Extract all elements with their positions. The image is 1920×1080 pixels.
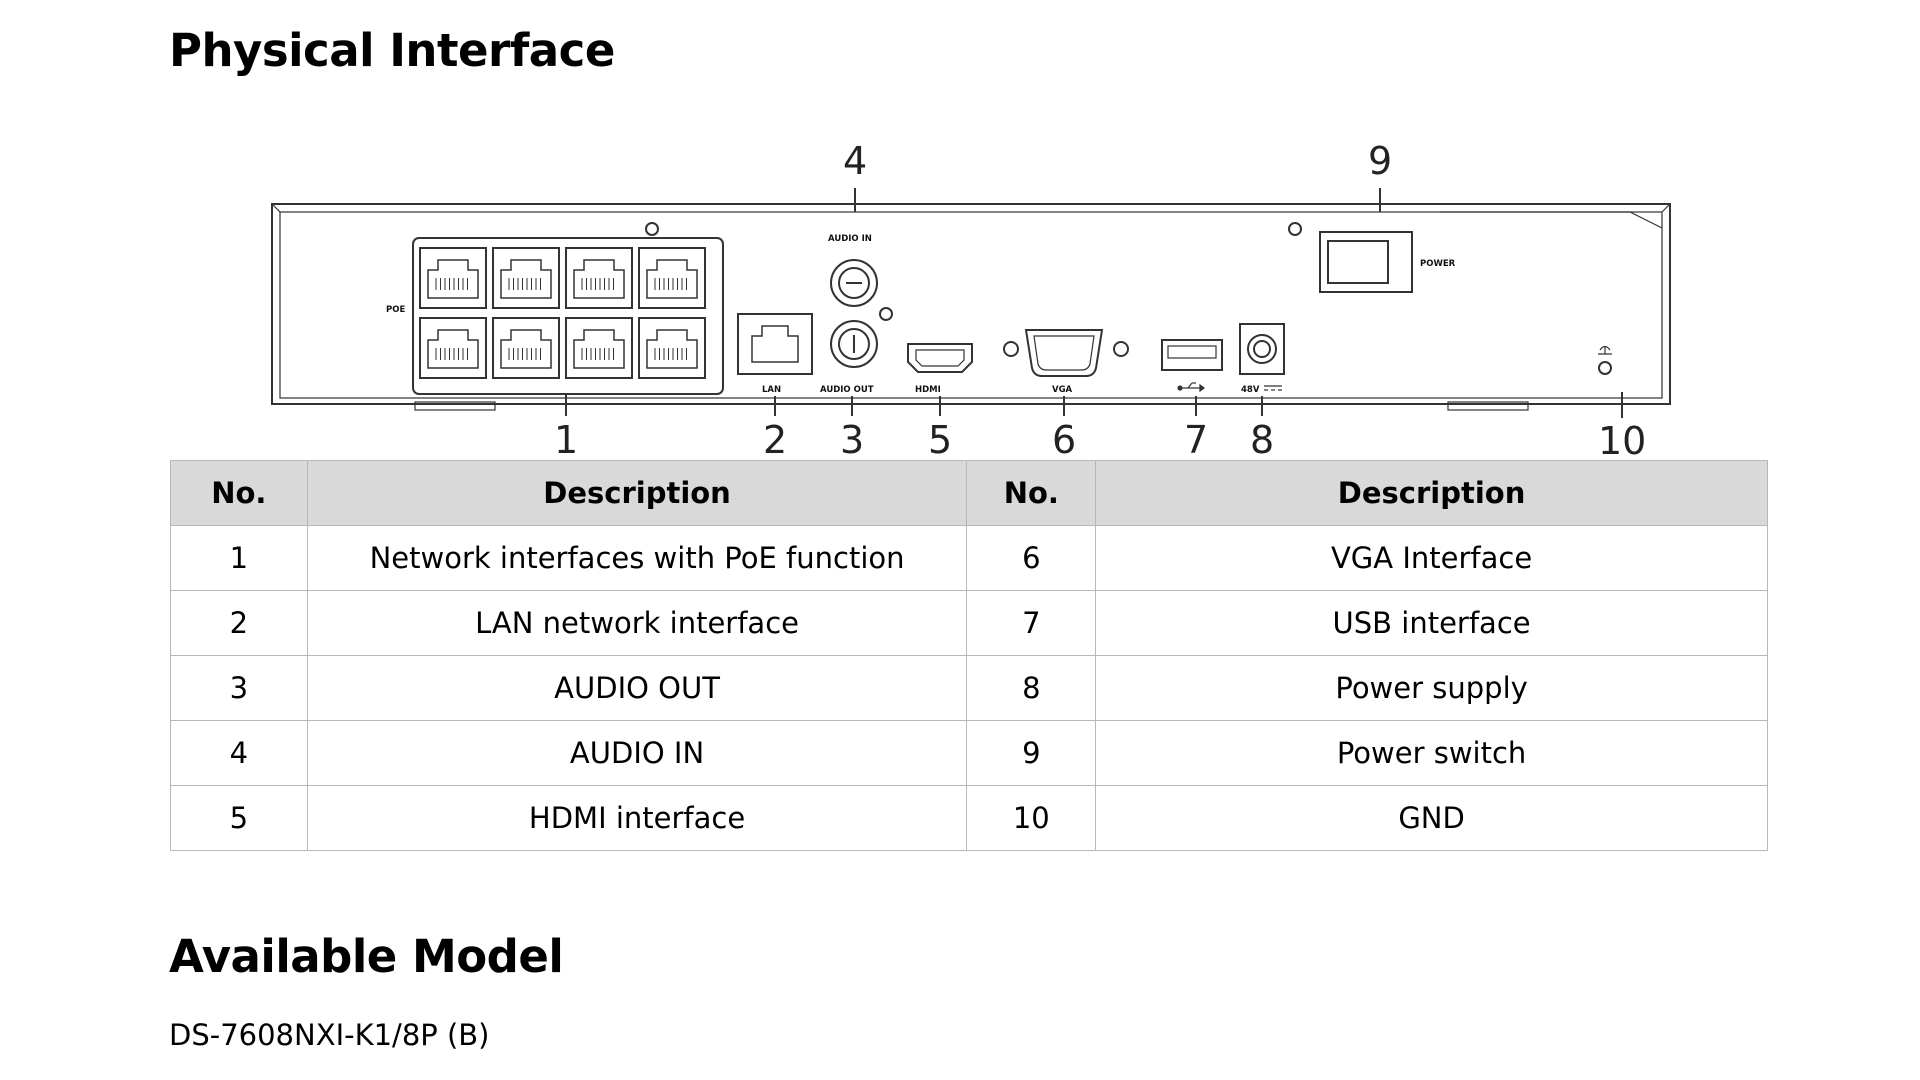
section-title-physical-interface: Physical Interface xyxy=(169,24,615,77)
table-row: 3 AUDIO OUT 8 Power supply xyxy=(170,655,1768,721)
cell-no: 7 xyxy=(966,590,1097,656)
dc-power-jack xyxy=(1239,323,1285,375)
cell-no: 4 xyxy=(170,720,308,786)
usb-port xyxy=(1161,339,1223,371)
cell-no: 1 xyxy=(170,525,308,591)
cell-description: VGA Interface xyxy=(1095,525,1768,591)
hdmi-label: HDMI xyxy=(915,385,941,395)
cell-description: LAN network interface xyxy=(306,590,968,656)
dc-symbol-icon xyxy=(1264,385,1282,391)
gnd-terminal xyxy=(1598,345,1612,375)
rj45-poe-port xyxy=(419,317,487,379)
rear-panel-diagram: POE LAN AUDIO IN AUDIO OUT HDMI VGA xyxy=(271,140,1671,460)
cell-no: 9 xyxy=(966,720,1097,786)
audio-in-label: AUDIO IN xyxy=(828,234,872,244)
power-label: POWER xyxy=(1420,259,1456,269)
cell-no: 6 xyxy=(966,525,1097,591)
callout-3: 3 xyxy=(840,418,864,460)
cell-description: Power switch xyxy=(1095,720,1768,786)
header-description-1: Description xyxy=(306,460,968,526)
hdmi-port xyxy=(907,343,973,373)
callout-leaders xyxy=(565,188,1623,418)
table-row: 5 HDMI interface 10 GND xyxy=(170,785,1768,851)
vga-port xyxy=(1003,329,1129,377)
section-title-available-model: Available Model xyxy=(169,930,564,983)
rj45-poe-port xyxy=(565,247,633,309)
model-number: DS-7608NXI-K1/8P (B) xyxy=(169,1018,490,1052)
callout-5: 5 xyxy=(928,418,952,460)
cell-description: USB interface xyxy=(1095,590,1768,656)
rj45-poe-port xyxy=(419,247,487,309)
audio-out-label: AUDIO OUT xyxy=(820,385,874,395)
rj45-poe-port xyxy=(492,247,560,309)
poe-label: POE xyxy=(386,305,405,315)
power-switch xyxy=(1319,231,1413,293)
table-row: 1 Network interfaces with PoE function 6… xyxy=(170,525,1768,591)
callout-9: 9 xyxy=(1368,140,1392,183)
rj45-poe-port xyxy=(492,317,560,379)
poe-ports-block xyxy=(412,237,724,395)
table-row: 4 AUDIO IN 9 Power switch xyxy=(170,720,1768,786)
callout-1: 1 xyxy=(554,418,578,460)
nvr-chassis xyxy=(271,203,1671,411)
callout-8: 8 xyxy=(1250,418,1274,460)
cell-no: 3 xyxy=(170,655,308,721)
cell-no: 8 xyxy=(966,655,1097,721)
cell-description: AUDIO OUT xyxy=(306,655,968,721)
cell-description: GND xyxy=(1095,785,1768,851)
cell-no: 5 xyxy=(170,785,308,851)
cell-description: HDMI interface xyxy=(306,785,968,851)
audio-in-jack xyxy=(830,259,878,307)
lan-port xyxy=(737,313,813,375)
audio-out-jack xyxy=(830,320,878,368)
cell-description: Power supply xyxy=(1095,655,1768,721)
interface-table: No. Description No. Description 1 Networ… xyxy=(170,460,1768,851)
callout-7: 7 xyxy=(1184,418,1208,460)
callout-6: 6 xyxy=(1052,418,1076,460)
header-no-1: No. xyxy=(170,460,308,526)
table-row: 2 LAN network interface 7 USB interface xyxy=(170,590,1768,656)
callout-10: 10 xyxy=(1598,419,1646,460)
rj45-poe-port xyxy=(565,317,633,379)
lan-label: LAN xyxy=(762,385,781,395)
rj45-poe-port xyxy=(638,317,706,379)
table-header-row: No. Description No. Description xyxy=(170,460,1768,526)
cell-description: Network interfaces with PoE function xyxy=(306,525,968,591)
header-description-2: Description xyxy=(1095,460,1768,526)
dc-label: 48V xyxy=(1241,385,1260,395)
vga-label: VGA xyxy=(1052,385,1073,395)
cell-description: AUDIO IN xyxy=(306,720,968,786)
callout-2: 2 xyxy=(763,418,787,460)
callout-4: 4 xyxy=(843,140,867,183)
rj45-poe-port xyxy=(638,247,706,309)
cell-no: 2 xyxy=(170,590,308,656)
cell-no: 10 xyxy=(966,785,1097,851)
usb-icon xyxy=(1177,382,1205,393)
header-no-2: No. xyxy=(966,460,1097,526)
